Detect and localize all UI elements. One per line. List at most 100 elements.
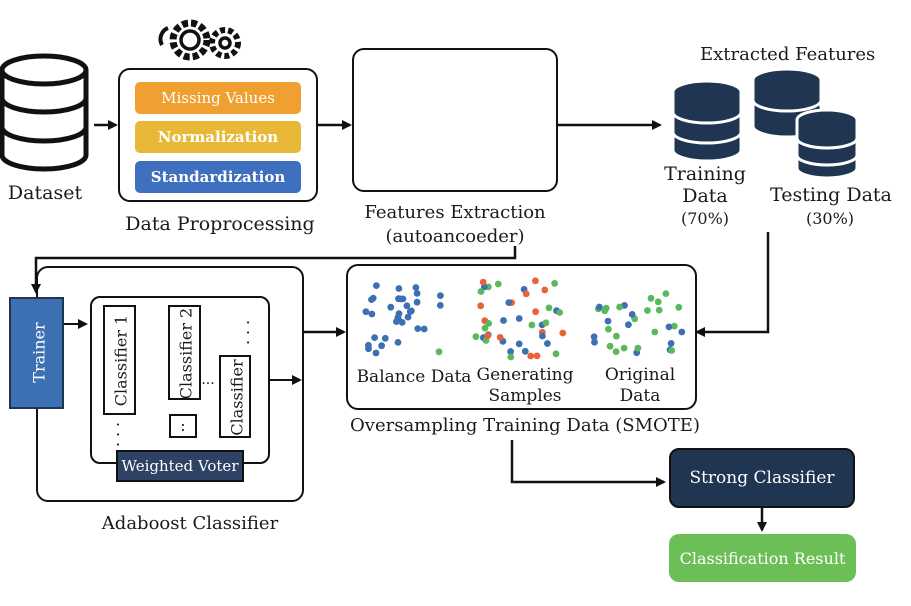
scatter-point <box>604 317 612 325</box>
scatter-point <box>670 322 678 330</box>
scatter-point <box>625 321 632 329</box>
scatter-point <box>668 347 676 354</box>
scatter-point <box>559 329 567 337</box>
scatter-point <box>484 332 492 340</box>
scatter-point <box>678 328 686 336</box>
scatter-point <box>477 302 485 310</box>
scatter-point <box>477 288 485 295</box>
scatter-point <box>362 308 370 316</box>
ensemble-dots-top: ··· <box>245 313 251 352</box>
scatter-point <box>413 298 421 306</box>
classifier-2-label: Classifier 2 <box>176 307 196 400</box>
smote-panel-original-label-2: Data <box>619 386 661 406</box>
strong-classifier-box: Strong Classifier <box>669 448 855 508</box>
dataset-label: Dataset <box>7 182 83 204</box>
scatter-point <box>628 311 636 318</box>
standardization-step: Standardization <box>135 161 301 193</box>
scatter-point <box>602 304 610 312</box>
feature-extraction-box <box>352 48 558 192</box>
extracted-features-title: Extracted Features <box>700 44 876 65</box>
scatter-point <box>395 310 403 317</box>
arrow-smote-to-strong <box>510 440 666 487</box>
scatter-point <box>541 286 549 294</box>
scatter-point <box>528 321 536 329</box>
scatter-point <box>505 299 513 306</box>
scatter-point <box>500 317 507 324</box>
scatter-point <box>494 280 502 288</box>
gears-icon <box>158 19 241 61</box>
scatter-point <box>521 347 529 355</box>
scatter-point <box>655 306 663 314</box>
scatter-point <box>378 342 385 350</box>
scatter-point <box>606 342 614 350</box>
scatter-point <box>613 332 620 340</box>
smote-panel-generating-label-1: Generating <box>476 365 574 385</box>
scatter-point <box>556 309 564 316</box>
scatter-point <box>667 340 675 347</box>
scatter-point <box>527 352 535 360</box>
testing-data-pct: (30%) <box>805 209 855 228</box>
scatter-point <box>662 290 670 297</box>
weighted-voter-label: Weighted Voter <box>121 457 239 475</box>
normalization-label: Normalization <box>157 128 279 146</box>
scatter-point <box>436 302 444 309</box>
smote-title: Oversampling Training Data (SMOTE) <box>350 415 700 436</box>
scatter-point <box>413 290 421 297</box>
trainer-box: Trainer <box>9 297 64 409</box>
scatter-point <box>496 334 504 341</box>
feature-extraction-title: Features Extraction <box>364 202 546 223</box>
scatter-point <box>532 308 539 316</box>
weighted-voter-box: Weighted Voter <box>116 450 244 482</box>
adaboost-title: Adaboost Classifier <box>101 513 279 534</box>
scatter-point <box>472 333 480 341</box>
scatter-point <box>532 277 539 285</box>
scatter-point <box>485 320 493 327</box>
classifier-3-box: Classifier <box>219 355 251 438</box>
scatter-point <box>365 345 372 353</box>
smote-panel-generating-label-2: Samples <box>488 386 562 406</box>
training-database-icon <box>671 79 743 163</box>
scatter-point <box>651 328 659 336</box>
scatter-point <box>644 307 651 314</box>
standardization-label: Standardization <box>150 168 286 186</box>
ensemble-dots-mid: ... <box>201 372 215 388</box>
classification-result-box: Classification Result <box>669 534 856 582</box>
scatter-point <box>620 344 628 352</box>
small-classifier-box: : <box>169 414 197 438</box>
scatter-point <box>634 344 642 352</box>
classification-result-label: Classification Result <box>679 548 846 568</box>
scatter-point <box>371 334 378 341</box>
scatter-point <box>665 323 673 331</box>
scatter-point <box>647 294 655 302</box>
smote-panel-balance-label: Balance Data <box>356 367 472 387</box>
scatter-point <box>591 338 598 346</box>
scatter-point <box>533 352 541 360</box>
normalization-step: Normalization <box>135 121 301 153</box>
feature-extraction-subtitle: (autoancoeder) <box>385 226 525 247</box>
scatter-point <box>675 303 683 311</box>
scatter-point <box>515 315 523 322</box>
scatter-point <box>544 340 551 347</box>
trainer-label: Trainer <box>29 322 49 383</box>
scatter-point <box>404 313 412 321</box>
classifier-3-label: Classifier <box>227 359 247 436</box>
scatter-point <box>435 348 443 356</box>
scatter-point <box>539 332 546 340</box>
scatter-point <box>605 325 612 333</box>
scatter-point <box>551 280 558 287</box>
scatter-point <box>369 294 377 302</box>
arrow-testing-to-smote <box>695 232 770 337</box>
scatter-point <box>542 319 550 327</box>
training-data-label-1: Training <box>664 163 746 185</box>
testing-database-icon <box>795 108 859 180</box>
training-data-label-2: Data <box>682 185 728 207</box>
scatter-point <box>545 304 553 312</box>
scatter-point <box>515 340 523 348</box>
smote-box <box>346 264 697 410</box>
scatter-point <box>395 285 403 292</box>
smote-scatter <box>362 277 686 361</box>
scatter-point <box>368 310 376 318</box>
strong-classifier-label: Strong Classifier <box>689 468 835 488</box>
scatter-point <box>481 324 489 332</box>
